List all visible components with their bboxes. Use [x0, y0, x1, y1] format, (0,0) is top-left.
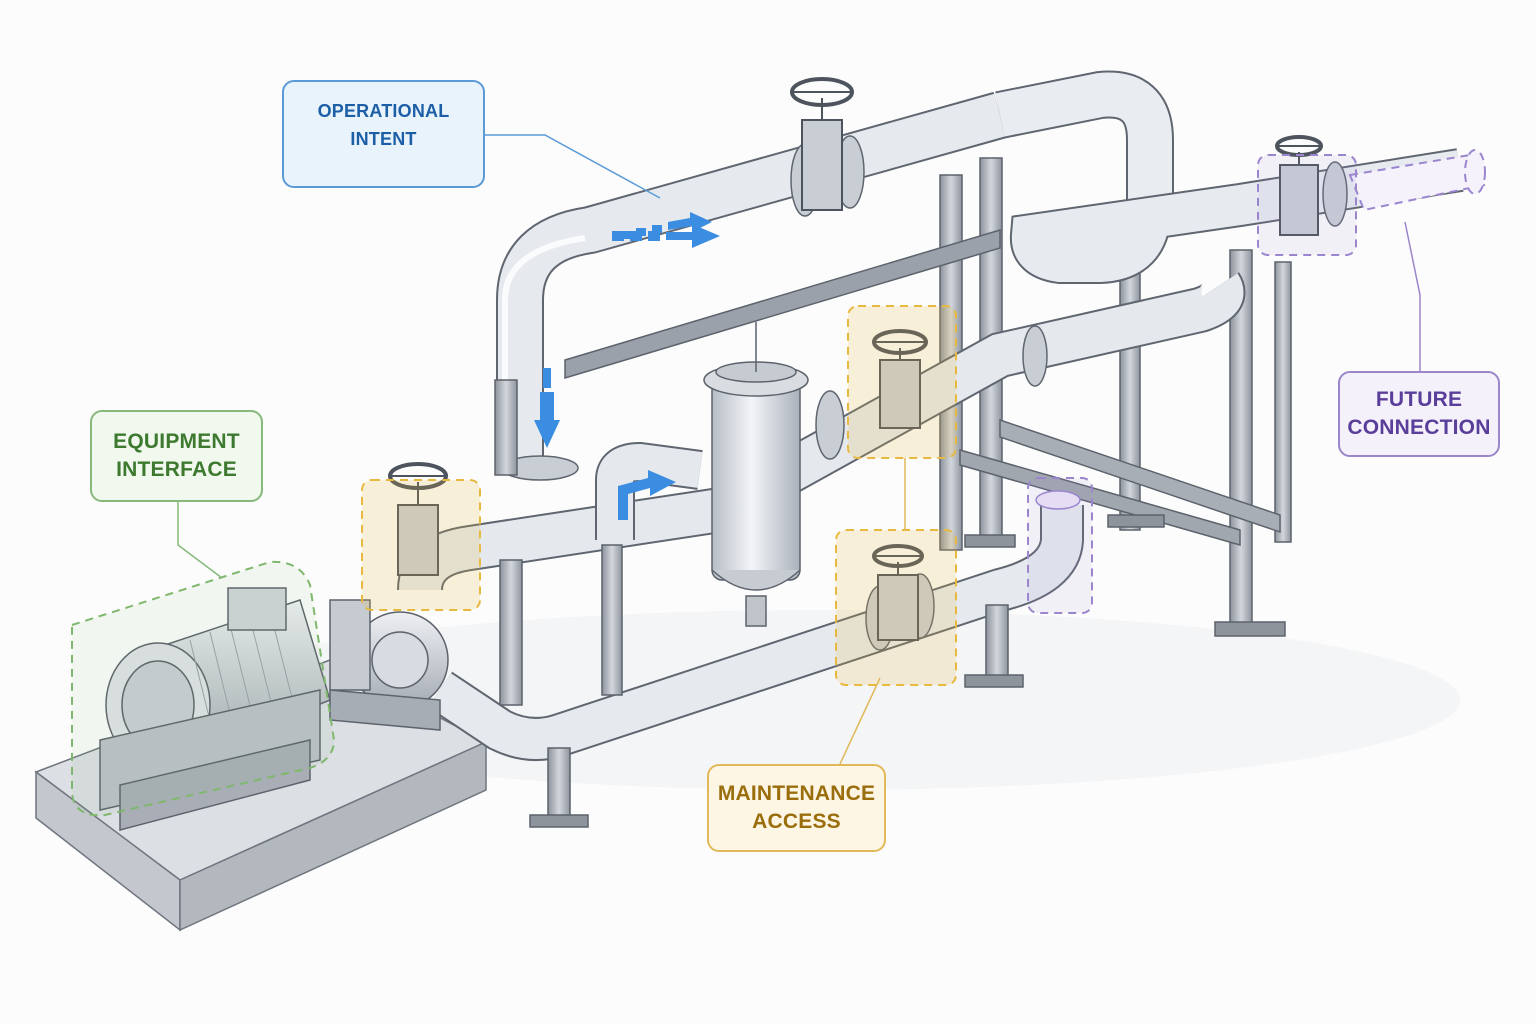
dashed-right-arrow-icon	[612, 224, 720, 248]
pump-casing	[329, 599, 449, 731]
maintenance-access-callout: MAINTENANCE ACCESS	[707, 764, 886, 852]
support-frame-front	[494, 379, 1024, 828]
flow-arrow-strainer-inlet	[618, 470, 676, 520]
future-connection-zone-stub	[1027, 477, 1093, 614]
equipment-interface-label-line-2: INTERFACE	[116, 458, 237, 481]
maintenance-zone-return-valve	[835, 529, 957, 686]
valve-return	[872, 544, 924, 641]
flow-arrow-down	[534, 368, 560, 448]
operational-intent-callout: OPERATIONAL INTENT	[282, 80, 720, 248]
maintenance-access-label-line-1: MAINTENANCE	[717, 782, 876, 805]
equipment-interface-zone	[71, 560, 336, 817]
valve-future	[1275, 135, 1323, 236]
equipment-interface-callout: EQUIPMENT INTERFACE	[90, 410, 263, 502]
future-connection-callout: FUTURE CONNECTION	[1338, 371, 1500, 457]
equipment-interface-label-line-1: EQUIPMENT	[113, 430, 240, 453]
future-extension-pipe	[1348, 149, 1486, 212]
valve-pump-discharge	[388, 462, 448, 576]
valve-strainer-outlet	[872, 329, 928, 429]
strainer-vessel	[703, 322, 809, 627]
valve-upper	[790, 77, 854, 211]
maintenance-zone-pump-valve	[361, 479, 481, 611]
maintenance-zone-strainer-valve	[847, 305, 957, 459]
future-connection-label-line-2: CONNECTION	[1347, 416, 1491, 439]
future-connection-zone-valve	[1257, 154, 1357, 256]
upper-pipe-run	[496, 70, 1464, 481]
leader-equipment-interface	[177, 502, 223, 579]
leader-operational-intent	[485, 134, 661, 199]
leader-future-connection	[1404, 221, 1421, 371]
leader-lines	[177, 134, 1421, 765]
leader-maintenance-access	[839, 677, 881, 765]
maintenance-access-label-line-2: ACCESS	[752, 810, 841, 833]
operational-intent-label: OPERATIONAL INTENT	[317, 101, 450, 149]
future-connection-label-line-1: FUTURE	[1375, 388, 1463, 411]
electric-motor	[99, 587, 331, 831]
